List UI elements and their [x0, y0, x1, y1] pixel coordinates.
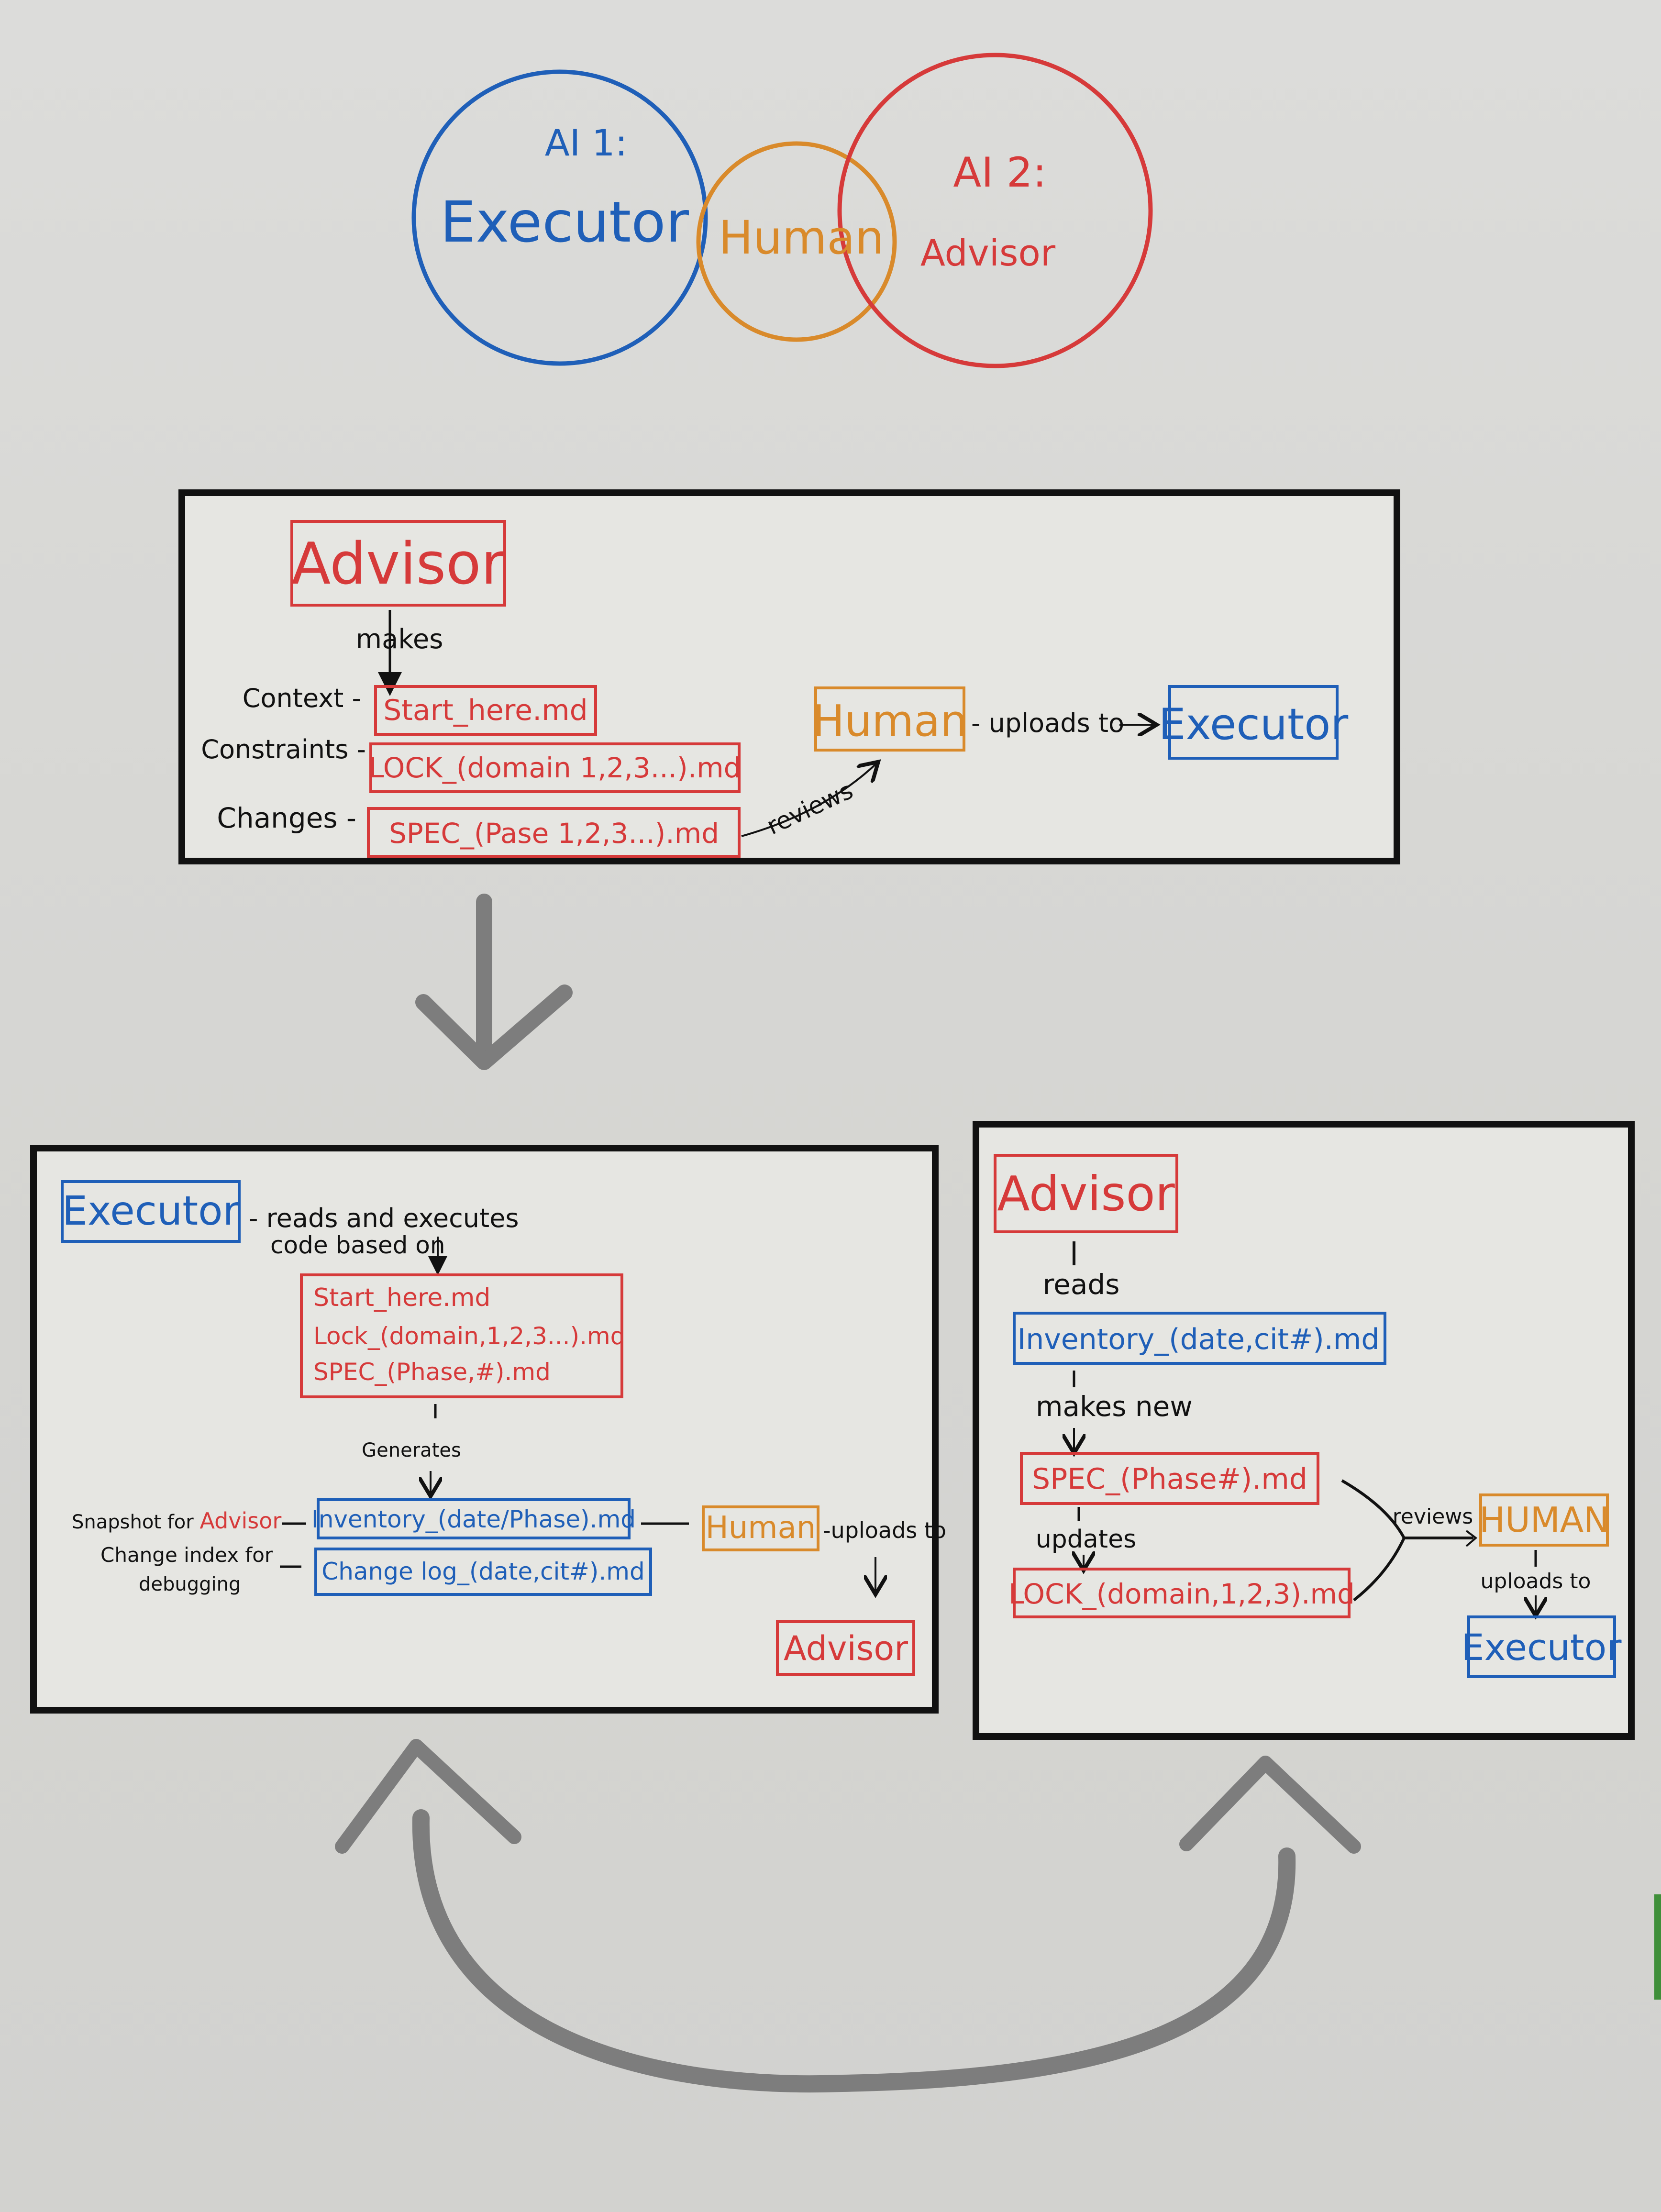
spec-file-3: SPEC_(Phase#).md [1032, 1462, 1307, 1496]
human-box-3-label: HUMAN [1479, 1500, 1609, 1540]
lock-file-3: LOCK_(domain,1,2,3).md [1008, 1578, 1355, 1610]
changelog-box [314, 1548, 652, 1596]
input-spec: SPEC_(Phase,#).md [313, 1358, 551, 1386]
venn-ai2-role: Advisor [920, 232, 1056, 274]
advisor-box-3-label: Advisor [997, 1166, 1175, 1222]
input-start-here: Start_here.md [313, 1283, 490, 1312]
panel-1-frame [178, 489, 1400, 864]
debugging-label: debugging [139, 1573, 241, 1595]
inventory-box-3 [1013, 1312, 1386, 1365]
venn-ai1-label: AI 1: [545, 122, 628, 164]
uploads-to-label-3: uploads to [1481, 1569, 1591, 1593]
generates-label: Generates [362, 1439, 461, 1461]
reviews-label-3: reviews [1393, 1504, 1473, 1529]
changelog-file: Change log_(date,cit#).md [321, 1558, 644, 1585]
venn-ai1-role: Executor [440, 189, 689, 255]
human-box-2 [702, 1505, 819, 1551]
lock-box-3 [1013, 1568, 1351, 1618]
reads-label: reads [1043, 1268, 1120, 1301]
executor-box-2-label: Executor [62, 1187, 240, 1234]
panel-2-frame [30, 1145, 939, 1714]
input-lock: Lock_(domain,1,2,3...).md [313, 1322, 625, 1350]
venn-ai2-label: AI 2: [953, 149, 1046, 197]
advisor-box-3 [994, 1154, 1178, 1233]
human-box-2-label: Human [706, 1510, 816, 1546]
makes-label: makes [356, 624, 443, 655]
executor-box-3 [1467, 1615, 1616, 1678]
advisor-box-2-label: Advisor [784, 1629, 908, 1668]
context-label: Context - [243, 683, 361, 713]
inputs-box [300, 1273, 623, 1398]
panel-advisor-reviews: Advisor reads Inventory_(date,cit#).md m… [973, 1121, 1635, 1740]
spec-box-3 [1020, 1452, 1319, 1505]
panel-3-frame [973, 1121, 1635, 1740]
start-here-box [374, 685, 597, 736]
human-box-3 [1479, 1493, 1609, 1547]
executor-box [1168, 685, 1339, 760]
uploads-to-label-2: -uploads to [823, 1517, 946, 1543]
venn-human: Human [719, 211, 884, 265]
snapshot-advisor: Advisor [199, 1508, 281, 1534]
change-index-label: Change index for [100, 1543, 273, 1567]
inventory-file-3: Inventory_(date,cit#).md [1018, 1323, 1380, 1356]
lock-file: LOCK_(domain 1,2,3...).md [369, 752, 742, 784]
panel-advisor-makes: Advisor makes Context - Constraints - Ch… [178, 489, 1400, 864]
inventory-file: Inventory_(date/Phase).md [311, 1505, 636, 1533]
makes-new-label: makes new [1036, 1390, 1193, 1423]
reviews-arrow [741, 764, 875, 837]
advisor-box [290, 520, 506, 607]
human-box [814, 686, 965, 752]
flow-down-arrow [415, 894, 573, 1070]
updates-label: updates [1036, 1525, 1136, 1554]
advisor-circle [837, 53, 1153, 368]
inventory-box [317, 1498, 631, 1539]
human-circle [696, 141, 897, 342]
executor-box-3-label: Executor [1462, 1626, 1622, 1669]
changes-label: Changes - [217, 802, 356, 834]
venn-diagram: AI 1: Executor Human AI 2: Advisor [411, 53, 1153, 368]
advisor-box-label: Advisor [291, 531, 505, 597]
panel-executor-runs: Executor - reads and executes code based… [30, 1145, 946, 1714]
board-edge-marker [1654, 1894, 1661, 2000]
feedback-loop-arrow [335, 1739, 1361, 2093]
executor-circle [411, 69, 708, 366]
snapshot-label: Snapshot for Advisor [72, 1508, 281, 1534]
executor-box-label: Executor [1159, 699, 1349, 750]
snapshot-prefix: Snapshot for [72, 1511, 194, 1533]
start-here-file: Start_here.md [383, 694, 587, 727]
lock-box [369, 742, 741, 793]
spec-file: SPEC_(Pase 1,2,3...).md [389, 817, 719, 850]
advisor-box-2 [776, 1620, 915, 1676]
executor-box-2 [61, 1180, 241, 1243]
constraints-label: Constraints - [201, 734, 366, 764]
code-based-on-label: code based on [270, 1231, 445, 1259]
spec-box [367, 807, 741, 858]
reads-executes-label: - reads and executes [249, 1203, 519, 1233]
review-bracket [1341, 1479, 1473, 1602]
uploads-to-label: - uploads to [971, 708, 1124, 738]
human-box-label: Human [812, 696, 968, 746]
